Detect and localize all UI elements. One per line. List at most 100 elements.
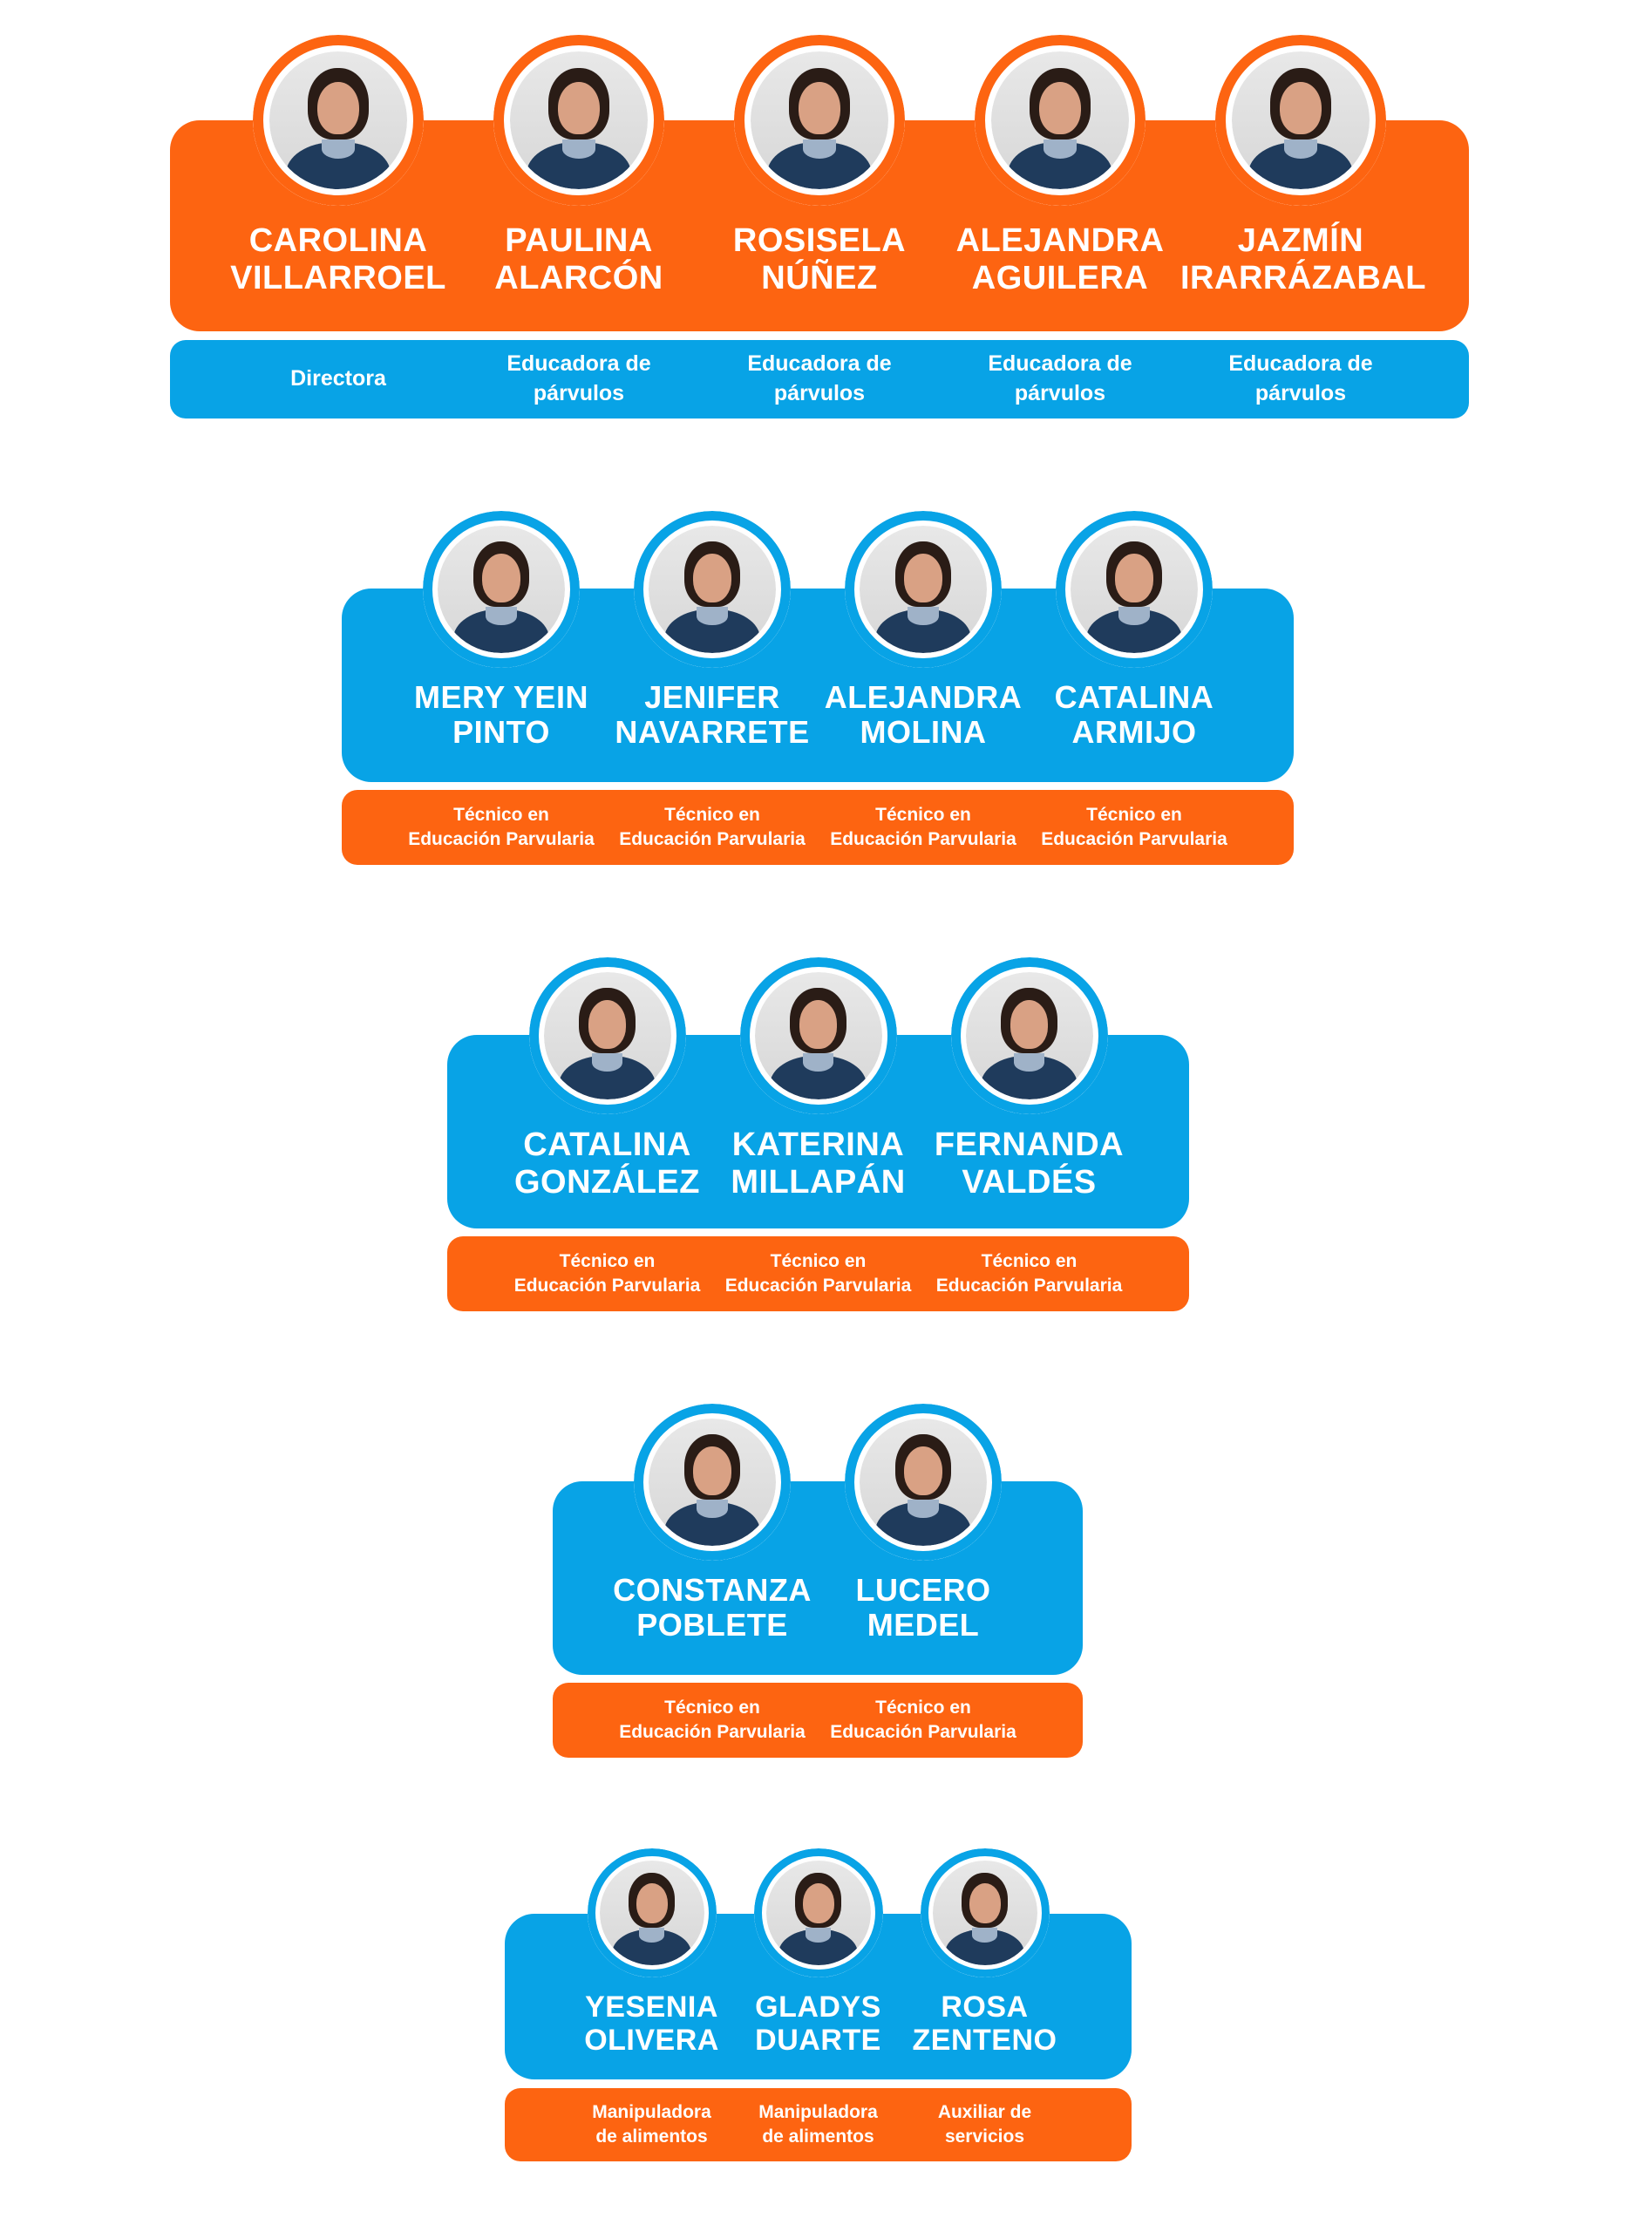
member-first-name: JENIFER xyxy=(644,679,780,715)
member-role-line-1: Técnico en xyxy=(664,804,760,825)
avatar-ring xyxy=(253,35,424,206)
member-role-line-2: Educación Parvularia xyxy=(830,1721,1016,1742)
member-role-line-2: párvulos xyxy=(533,381,625,405)
member-role: Educadora de párvulos xyxy=(1180,350,1421,409)
member-last-name: OLIVERA xyxy=(584,2024,719,2058)
member-photo-avatar xyxy=(634,1404,791,1561)
avatar-ring xyxy=(493,35,664,206)
member-first-name: CONSTANZA xyxy=(613,1572,812,1608)
member-role: Manipuladora de alimentos xyxy=(735,2100,901,2150)
member-photo-avatar xyxy=(739,957,897,1114)
member-first-name: ALEJANDRA xyxy=(955,222,1165,259)
member-role: Técnico en Educación Parvularia xyxy=(818,803,1029,853)
avatar-ring xyxy=(1056,511,1213,668)
member-role-line-2: de alimentos xyxy=(762,2126,874,2147)
member-role-line-1: Educadora de xyxy=(747,351,892,377)
member-photo-avatar xyxy=(528,957,686,1114)
member-role-line-2: Educación Parvularia xyxy=(1041,828,1227,849)
avatar-ring xyxy=(634,1404,791,1561)
member-photo-avatar xyxy=(634,511,791,668)
member-role-line-2: Educación Parvularia xyxy=(830,828,1016,849)
avatar-ring xyxy=(739,957,897,1114)
avatar-ring xyxy=(950,957,1108,1114)
member-first-name: PAULINA xyxy=(505,222,653,259)
member-photo-avatar xyxy=(845,1404,1002,1561)
member-first-name: CAROLINA xyxy=(248,222,428,259)
member-first-name: FERNANDA xyxy=(934,1126,1125,1163)
member-first-name: CATALINA xyxy=(1054,679,1214,715)
member-photo-avatar xyxy=(950,957,1108,1114)
group-4-role-panel xyxy=(553,1683,1083,1758)
group-1-role-panel xyxy=(170,340,1469,418)
member-last-name: MILLAPÁN xyxy=(731,1163,906,1201)
member-role-line-2: párvulos xyxy=(1254,381,1347,405)
member-first-name: ROSISELA xyxy=(732,222,907,259)
member-first-name: CATALINA xyxy=(523,1126,691,1163)
avatar-ring xyxy=(975,35,1146,206)
member-role: Directora xyxy=(218,364,459,394)
member-first-name: JAZMÍN xyxy=(1237,222,1364,259)
member-role-line-2: Educación Parvularia xyxy=(619,828,806,849)
avatar-ring xyxy=(1215,35,1386,206)
member-role-line-1: Educadora de xyxy=(1228,351,1373,377)
member-last-name: AGUILERA xyxy=(971,259,1149,296)
avatar-ring xyxy=(753,1848,883,1977)
member-last-name: NAVARRETE xyxy=(615,714,810,751)
member-role-line-2: Educación Parvularia xyxy=(724,1275,912,1296)
member-role: Técnico en Educación Parvularia xyxy=(1029,803,1240,853)
member-photo-avatar xyxy=(753,1848,883,1977)
member-photo-avatar xyxy=(423,511,580,668)
member-role-line-2: de alimentos xyxy=(595,2126,708,2147)
member-last-name: ARMIJO xyxy=(1071,714,1197,751)
avatar-ring xyxy=(920,1848,1050,1977)
member-first-name: LUCERO xyxy=(855,1572,991,1608)
member-last-name: GONZÁLEZ xyxy=(514,1163,700,1201)
member-role-line-2: párvulos xyxy=(1014,381,1106,405)
avatar-ring xyxy=(845,1404,1002,1561)
member-role: Educadora de párvulos xyxy=(459,350,699,409)
member-photo-avatar xyxy=(845,511,1002,668)
avatar-ring xyxy=(634,511,791,668)
member-role-line-1: Auxiliar de xyxy=(937,2101,1032,2122)
member-last-name: DUARTE xyxy=(755,2024,881,2058)
member-role-line-1: Directora xyxy=(290,366,386,391)
member-last-name: MEDEL xyxy=(867,1607,980,1643)
member-role-line-1: Técnico en xyxy=(875,804,971,825)
group-3-role-panel xyxy=(447,1236,1189,1311)
member-role-line-1: Técnico en xyxy=(1086,804,1182,825)
member-last-name: ALARCÓN xyxy=(494,259,663,296)
member-role-line-1: Técnico en xyxy=(875,1697,971,1718)
avatar-ring xyxy=(734,35,905,206)
member-first-name: MERY YEIN xyxy=(414,679,588,715)
member-role-line-1: Educadora de xyxy=(506,351,651,377)
member-role-line-1: Manipuladora xyxy=(758,2101,878,2122)
member-last-name: NÚÑEZ xyxy=(761,259,878,296)
member-photo-avatar xyxy=(975,35,1146,206)
member-first-name: GLADYS xyxy=(755,1990,881,2024)
member-role-line-2: párvulos xyxy=(773,381,866,405)
member-photo-avatar xyxy=(587,1848,717,1977)
member-photo-avatar xyxy=(1056,511,1213,668)
member-first-name: KATERINA xyxy=(731,1126,905,1163)
member-last-name: IRARRÁZABAL xyxy=(1180,259,1427,296)
member-role-line-1: Técnico en xyxy=(981,1250,1078,1271)
member-role: Educadora de párvulos xyxy=(699,350,940,409)
member-role: Técnico en Educación Parvularia xyxy=(818,1696,1029,1745)
member-last-name: POBLETE xyxy=(636,1607,788,1643)
